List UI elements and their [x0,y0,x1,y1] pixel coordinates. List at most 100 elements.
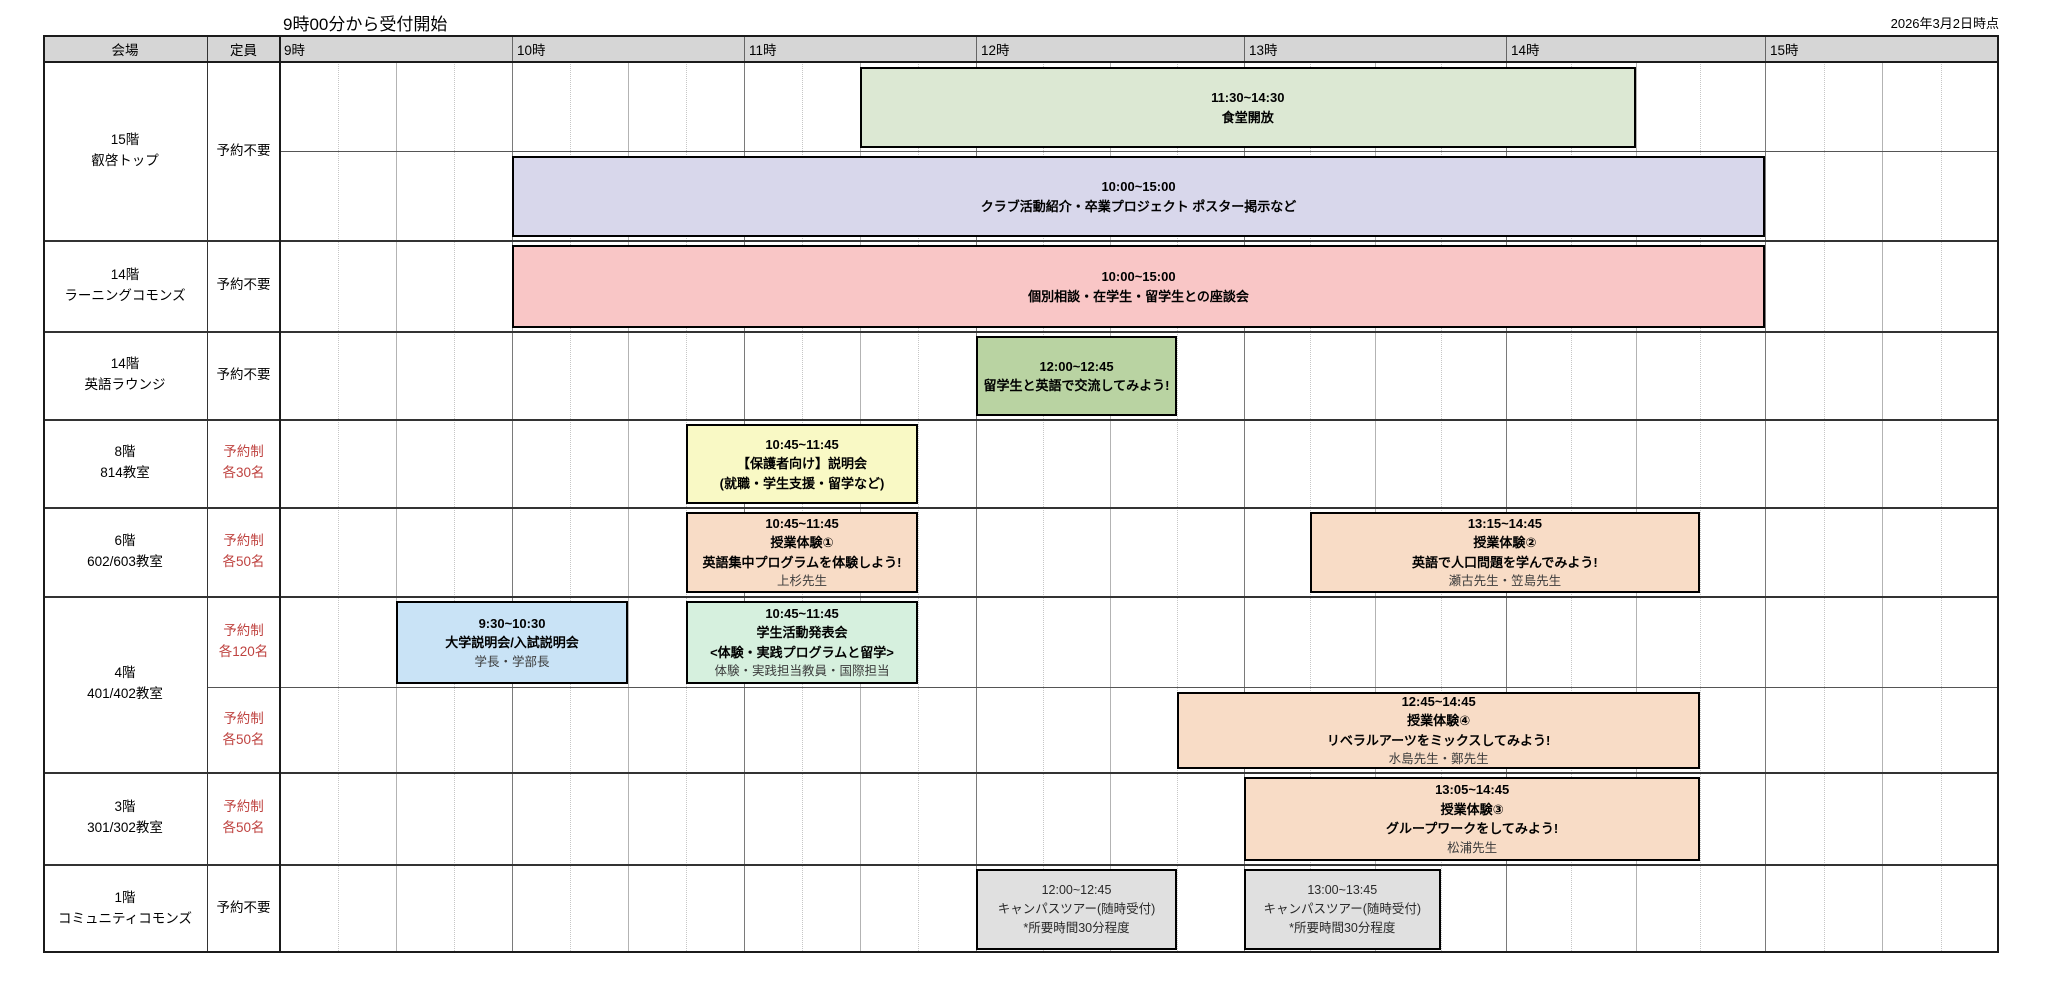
row-line [43,507,1999,509]
event-text-line: 13:00~13:45 [1307,883,1378,898]
venue-label: 814教室 [100,465,150,480]
event-individual-consultation: 10:00~15:00 個別相談・在学生・留学生との座談会 [512,245,1765,328]
capacity-label: 各50名 [222,820,265,835]
event-text-line: 瀬古先生・笠島先生 [1448,574,1562,589]
header-hour-11: 11時 [744,35,976,62]
event-university-briefing: 9:30~10:30 大学説明会/入試説明会学長・学部長 [396,601,628,684]
venue-label: コミュニティコモンズ [58,910,192,926]
event-text-line: 12:00~12:45 [1041,883,1112,898]
capacity-cell: 予約不要 [207,864,280,953]
capacity-label: 予約不要 [216,142,271,158]
event-text-line: 11:30~14:30 [1211,90,1285,105]
capacity-cell: 予約制各30名 [207,419,280,507]
header-hour-10: 10時 [512,35,744,62]
capacity-label: 各30名 [222,465,265,480]
event-text-line: クラブ活動紹介・卒業プロジェクト ポスター掲示など [980,198,1297,214]
subrow-line [280,151,1999,152]
event-text-line: 上杉先生 [776,574,827,589]
capacity-cell: 予約制各50名 [207,687,280,772]
venue-cell: 14階英語ラウンジ [43,331,207,419]
event-text-line: リベラルアーツをミックスしてみよう! [1326,732,1551,748]
event-text-line: 10:45~11:45 [765,515,839,531]
venue-label: 602/603教室 [87,553,163,569]
row-line [43,864,1999,866]
event-text-line: 個別相談・在学生・留学生との座談会 [1028,288,1249,304]
capacity-cell: 予約不要 [207,331,280,419]
event-text-line: 授業体験④ [1407,713,1471,729]
venue-label: 15階 [110,132,140,148]
capacity-label: 予約不要 [216,277,271,293]
venue-label: 6階 [114,532,136,548]
event-text-line: 13:15~14:45 [1467,515,1542,531]
header-hour-12: 12時 [976,35,1244,62]
date-note: 2026年3月2日時点 [1890,16,1999,31]
capacity-cell: 予約制各50名 [207,772,280,864]
header-bottom-border [43,60,1999,63]
page-title: 9時00分から受付開始 [283,15,448,34]
capacity-cell: 予約制各120名 [207,596,280,687]
venue-label: 英語ラウンジ [84,377,166,392]
row-line [43,772,1999,774]
capacity-time-separator [279,35,281,953]
venue-label: 叡啓トップ [91,153,159,168]
venue-capacity-separator [207,35,208,953]
event-cafeteria-open: 11:30~14:30 食堂開放 [860,67,1636,148]
event-text-line: キャンパスツアー(随時受付) [997,902,1156,917]
event-text-line: 授業体験③ [1440,801,1504,817]
venue-cell: 6階 602/603教室 [43,507,207,596]
event-text-line: 授業体験② [1473,535,1537,551]
row-line [43,240,1999,242]
event-text-line: 大学説明会/入試説明会 [445,635,579,651]
event-club-posters: 10:00~15:00 クラブ活動紹介・卒業プロジェクト ポスター掲示など [512,156,1765,237]
event-text-line: 10:00~15:00 [1101,179,1176,194]
event-text-line: 10:00~15:00 [1101,269,1176,284]
hour-label: 9時 [284,42,306,58]
venue-cell: 14階ラーニングコモンズ [43,240,207,331]
capacity-cell: 予約不要 [207,62,280,240]
capacity-label: 予約不要 [216,366,271,382]
event-text-line: 留学生と英語で交流してみよう! [983,378,1170,393]
hour-label: 15時 [1770,42,1799,58]
capacity-cell: 予約制各50名 [207,507,280,596]
venue-cell: 15階叡啓トップ [43,62,207,240]
venue-cell: 1階コミュニティコモンズ [43,864,207,953]
event-text-line: 食堂開放 [1221,109,1274,125]
capacity-label: 予約制 [223,532,264,548]
hour-label: 11時 [749,42,777,58]
venue-label: 4階 [114,665,136,681]
header-hour-9: 9時 [280,35,512,62]
capacity-label: 予約不要 [216,900,271,916]
event-text-line: 10:45~11:45 [765,436,839,452]
event-text-line: 10:45~11:45 [765,605,839,621]
event-parents-briefing: 10:45~11:45【保護者向け】説明会(就職・学生支援・留学など) [686,424,918,504]
event-text-line: 9:30~10:30 [478,615,546,631]
event-text-line: 学長・学部長 [474,654,550,669]
event-text-line: (就職・学生支援・留学など) [719,475,885,491]
event-text-line: 英語で人口問題を学んでみよう! [1412,554,1598,570]
event-text-line: <体験・実践プログラムと留学> [710,644,894,660]
capacity-cell: 予約不要 [207,240,280,331]
row-line [43,331,1999,333]
capacity-label: 予約制 [223,710,264,726]
capacity-label: 各50名 [222,731,265,747]
header-venue-label: 会場 [111,42,139,58]
event-text-line: 授業体験① [770,535,834,551]
event-text-line: 学生活動発表会 [756,625,848,641]
event-text-line: 水島先生・鄭先生 [1388,752,1489,767]
header-hour-15: 15時 [1765,35,1999,62]
venue-label: 3階 [114,799,136,815]
hour-label: 13時 [1249,42,1278,58]
row-line [43,419,1999,421]
event-text-line: 13:05~14:45 [1435,782,1510,798]
event-text-line: 松浦先生 [1447,840,1498,855]
